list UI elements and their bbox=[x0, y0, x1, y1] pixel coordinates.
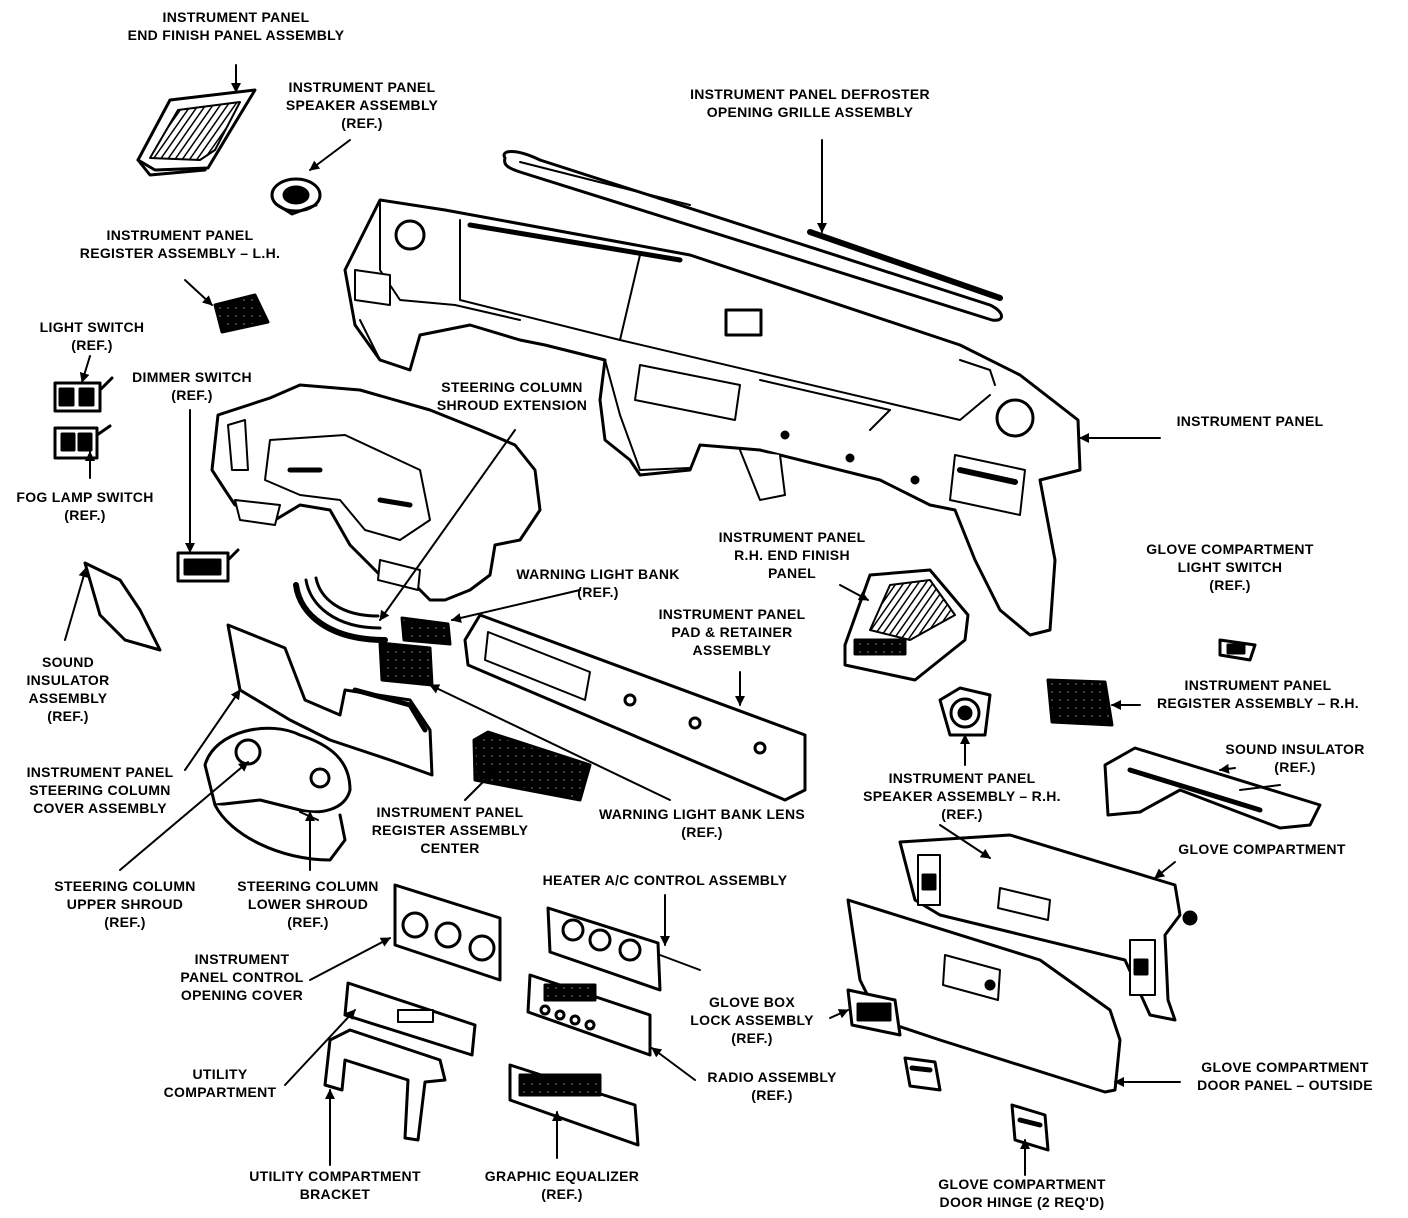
dimmer-switch-part bbox=[178, 550, 238, 581]
label-glove-compartment: GLOVE COMPARTMENT bbox=[1178, 841, 1346, 857]
register-center-part bbox=[474, 732, 590, 800]
speaker-lh-part bbox=[272, 179, 320, 214]
glove-hinge-part bbox=[905, 1058, 1048, 1150]
label-heater-ac-control: HEATER A/C CONTROL ASSEMBLY bbox=[542, 872, 788, 888]
sound-insulator-lh-part bbox=[85, 563, 160, 650]
label-warning-light-bank: WARNING LIGHT BANK(REF.) bbox=[516, 566, 680, 600]
heater-ac-control-part bbox=[548, 908, 700, 990]
column-cover-arcs-part bbox=[296, 578, 385, 640]
label-graphic-equalizer: GRAPHIC EQUALIZER(REF.) bbox=[484, 1168, 640, 1202]
register-rh-part bbox=[1048, 680, 1112, 725]
glove-compartment-part bbox=[900, 835, 1196, 1020]
warning-light-bank-part bbox=[380, 618, 450, 685]
label-sound-insulator-rh: SOUND INSULATOR(REF.) bbox=[1225, 741, 1365, 775]
label-fog-lamp-switch: FOG LAMP SWITCH(REF.) bbox=[16, 489, 154, 523]
label-instrument-panel: INSTRUMENT PANEL bbox=[1176, 413, 1324, 429]
glove-light-switch-part bbox=[1220, 640, 1255, 660]
cluster-housing-part bbox=[212, 385, 540, 600]
light-switch-part bbox=[55, 378, 112, 411]
control-opening-cover-part bbox=[395, 885, 500, 980]
glove-lock-part bbox=[848, 990, 900, 1035]
utility-bracket-part bbox=[325, 1030, 445, 1140]
radio-part bbox=[528, 975, 650, 1055]
column-cover-lower-part bbox=[228, 625, 432, 775]
pad-retainer-part bbox=[465, 615, 805, 800]
fog-lamp-switch-part bbox=[55, 426, 110, 458]
label-light-switch: LIGHT SWITCH(REF.) bbox=[39, 319, 145, 353]
speaker-rh-part bbox=[940, 688, 990, 735]
end-finish-panel-rh-part bbox=[845, 570, 968, 680]
label-radio-assembly: RADIO ASSEMBLY(REF.) bbox=[707, 1069, 837, 1103]
utility-compartment-part bbox=[345, 983, 475, 1055]
sound-insulator-rh-part bbox=[1105, 748, 1320, 828]
label-warning-light-bank-lens: WARNING LIGHT BANK LENS(REF.) bbox=[598, 806, 806, 840]
graphic-eq-part bbox=[510, 1065, 638, 1145]
end-finish-panel-lh-part bbox=[138, 90, 255, 175]
register-lh-part bbox=[215, 295, 268, 332]
leader-lines bbox=[65, 65, 1235, 1175]
label-dimmer-switch: DIMMER SWITCH(REF.) bbox=[132, 369, 252, 403]
instrument-panel-main-part bbox=[345, 200, 1080, 635]
column-shrouds-part bbox=[205, 728, 350, 860]
defroster-grille-part bbox=[504, 152, 1001, 321]
